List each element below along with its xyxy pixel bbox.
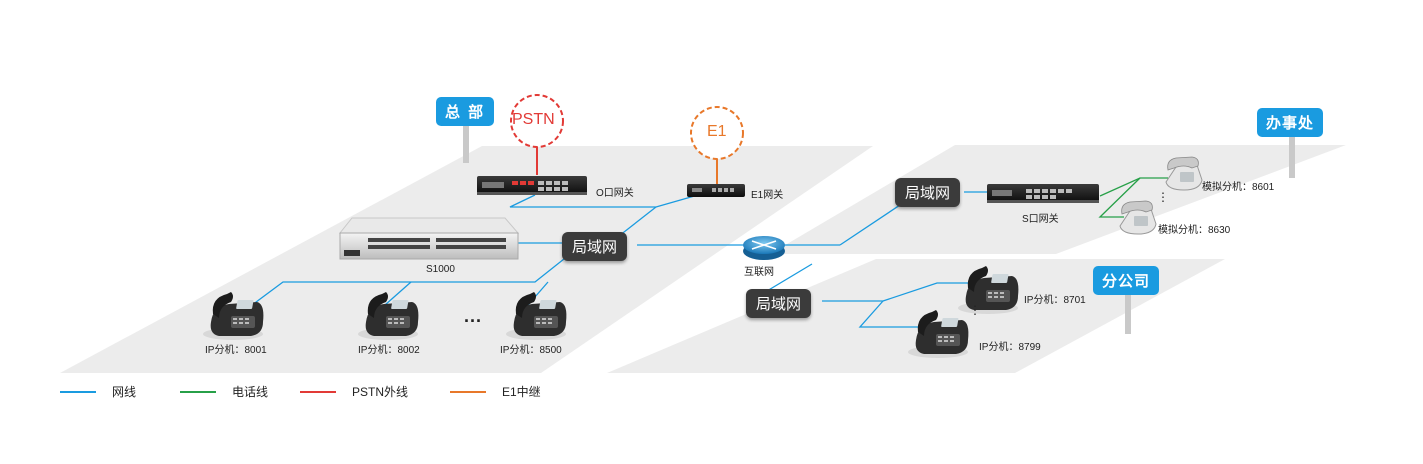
legend-item-pstn: PSTN外线 [300,383,450,400]
legend-item-e1: E1中继 [450,383,570,400]
ext-8500-label: IP分机：8500 [500,345,562,356]
internet-label: 互联网 [744,267,774,278]
hq-more-dots: ... [464,306,483,326]
lan-hq: 局域网 [562,232,628,261]
ext-8799-label: IP分机：8799 [979,342,1041,353]
legend-label: 电话线 [232,385,269,399]
legend-label: 网线 [112,385,137,399]
legend-swatch [60,390,96,393]
o-gateway-device [477,176,587,195]
legend-item-phone: 电话线 [180,383,300,400]
office-more-dots: ⋮ [1157,190,1169,204]
ext-8001-label: IP分机：8001 [205,345,267,356]
s-gateway-device [987,184,1099,203]
router-icon [743,236,785,260]
lan-office: 局域网 [895,178,961,207]
legend-label: E1中继 [502,385,541,399]
branch-platform [607,259,1225,373]
legend-label: PSTN外线 [352,385,409,399]
legend-swatch [450,390,486,393]
ext-8630-label: 模拟分机：8630 [1158,225,1231,236]
e1-gateway-label: E1网关 [751,190,784,201]
e1-gateway-device [687,184,745,197]
e1-label: E1 [707,123,727,140]
pstn-label: PSTN [512,111,555,128]
branch-more-dots: ⋮ [969,303,981,317]
legend: 网线 电话线 PSTN外线 E1中继 [60,383,570,400]
ext-8701-label: IP分机：8701 [1024,295,1086,306]
tag-hq: 总 部 [436,97,495,126]
legend-swatch [300,390,336,393]
ext-8002-label: IP分机：8002 [358,345,420,356]
ext-8601-label: 模拟分机：8601 [1202,182,1275,193]
server-device [338,217,520,260]
phone-lines [1098,177,1168,218]
lan-branch: 局域网 [746,289,812,318]
tag-branch: 分公司 [1093,266,1160,295]
legend-item-network: 网线 [60,383,180,400]
server-label: S1000 [426,264,455,275]
analog-phone-icon [1119,200,1157,235]
s-gateway-label: S口网关 [1022,214,1059,225]
tag-office: 办事处 [1257,108,1324,137]
o-gateway-label: O口网关 [596,188,634,199]
legend-swatch [180,390,216,393]
analog-phone-icon [1165,156,1203,191]
